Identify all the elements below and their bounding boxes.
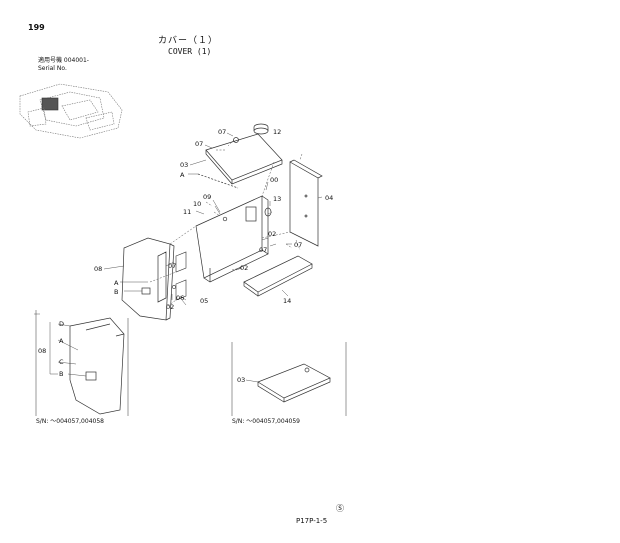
callout-14: 14 bbox=[283, 297, 291, 305]
top-cover-panel bbox=[197, 123, 283, 189]
callout-13: 13 bbox=[273, 195, 281, 203]
callout-02: 02 bbox=[240, 264, 248, 272]
callout-b: B bbox=[114, 288, 118, 296]
callout-labels: 07 07 12 03 A 00 09 10 11 13 04 02 07 07… bbox=[94, 128, 333, 311]
callout-09: 09 bbox=[203, 193, 211, 201]
title-english: COVER (1) bbox=[168, 47, 212, 56]
inset-front-cover-variant: D A 08 C B bbox=[34, 310, 129, 416]
callout-00: 00 bbox=[270, 176, 278, 184]
callout-b: B bbox=[59, 370, 63, 378]
right-inset-serial: S/N: ～004057,004059 bbox=[232, 418, 300, 425]
callout-08: 08 bbox=[94, 265, 102, 273]
callout-02: 02 bbox=[268, 230, 276, 238]
inset-top-cover-variant: 03 bbox=[231, 342, 347, 416]
callout-06: 06 bbox=[176, 294, 184, 302]
callout-07: 07 bbox=[294, 241, 302, 249]
machine-overview-thumbnail bbox=[19, 83, 123, 139]
bottom-plate bbox=[243, 255, 313, 297]
front-cover-door bbox=[121, 237, 175, 321]
main-frame-panel bbox=[195, 195, 272, 283]
side-panel bbox=[289, 159, 323, 247]
page-code: P17P-1-5 bbox=[296, 517, 328, 525]
callout-d: D bbox=[59, 320, 64, 328]
title-japanese: カバー（１） bbox=[158, 36, 219, 46]
page-number: 199 bbox=[28, 23, 45, 32]
serial-label-english: Serial No. bbox=[38, 65, 67, 72]
callout-05: 05 bbox=[200, 297, 208, 305]
callout-a: A bbox=[114, 279, 119, 287]
callout-07: 07 bbox=[218, 128, 226, 136]
callout-03: 03 bbox=[180, 161, 188, 169]
callout-a: A bbox=[180, 171, 185, 179]
standard-mark-icon: Ⓢ bbox=[336, 504, 344, 513]
left-inset-serial: S/N: ～004057,004058 bbox=[36, 418, 104, 425]
callout-11: 11 bbox=[183, 208, 191, 216]
callout-07: 07 bbox=[259, 246, 267, 254]
callout-12: 12 bbox=[273, 128, 281, 136]
callout-07: 07 bbox=[168, 262, 176, 270]
callout-03: 03 bbox=[237, 376, 245, 384]
callout-07: 07 bbox=[195, 140, 203, 148]
callout-c: C bbox=[59, 358, 64, 366]
serial-label-japanese: 適用号機 004001- bbox=[38, 57, 89, 64]
callout-02: 02 bbox=[166, 303, 174, 311]
assembly-lines bbox=[149, 139, 303, 307]
callout-a: A bbox=[59, 337, 64, 345]
callout-04: 04 bbox=[325, 194, 333, 202]
leader-lines bbox=[103, 132, 323, 306]
hinge-brackets bbox=[172, 251, 187, 301]
callout-08: 08 bbox=[38, 347, 46, 355]
callout-10: 10 bbox=[193, 200, 201, 208]
